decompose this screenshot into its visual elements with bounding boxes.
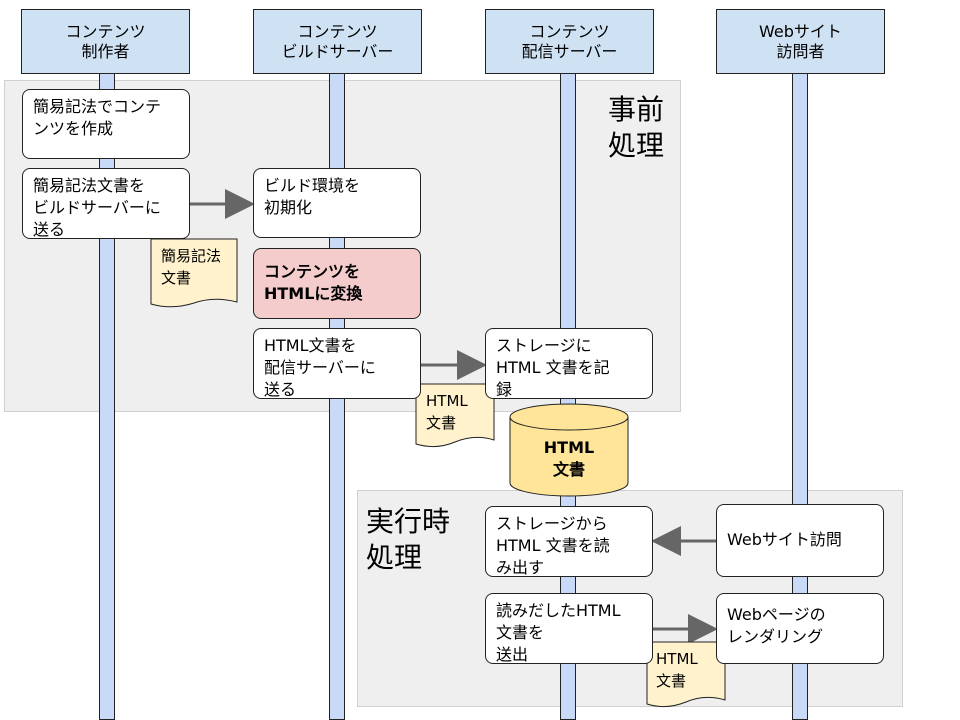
step-send-to-delivery: HTML文書を 配信サーバーに 送る [253, 328, 421, 399]
step-render-page: Webページの レンダリング [716, 593, 884, 664]
phase-title-runtime: 実行時 処理 [366, 505, 451, 574]
actor-build-server: コンテンツ ビルドサーバー [253, 9, 422, 74]
step-convert-html: コンテンツを HTMLに変換 [253, 248, 421, 319]
document-markup-label: 簡易記法 文書 [161, 247, 222, 287]
actor-creator: コンテンツ 制作者 [21, 9, 190, 74]
storage-label: HTML 文書 [543, 438, 595, 479]
storage-cylinder-body [509, 417, 629, 497]
step-send-to-build: 簡易記法文書を ビルドサーバーに 送る [22, 168, 190, 239]
storage-cylinder-top [509, 403, 629, 431]
document-markup-shape [150, 238, 238, 308]
document-html-1-shape [415, 383, 495, 448]
step-store-html: ストレージに HTML 文書を記 録 [485, 328, 653, 399]
document-html-2-label: HTML 文書 [656, 650, 698, 690]
step-init-build: ビルド環境を 初期化 [253, 168, 421, 238]
actor-visitor: Webサイト 訪問者 [716, 9, 885, 74]
step-read-html: ストレージから HTML 文書を読 み出す [485, 506, 653, 577]
step-visit-site: Webサイト訪問 [716, 504, 884, 577]
document-html-1-label: HTML 文書 [426, 392, 468, 432]
phase-title-pre: 事前 処理 [608, 93, 665, 162]
actor-delivery-server: コンテンツ 配信サーバー [485, 9, 654, 74]
step-write-content: 簡易記法でコンテ ンツを作成 [22, 89, 190, 159]
document-html-2-shape [646, 641, 726, 708]
step-send-out: 読みだしたHTML 文書を 送出 [485, 593, 653, 664]
